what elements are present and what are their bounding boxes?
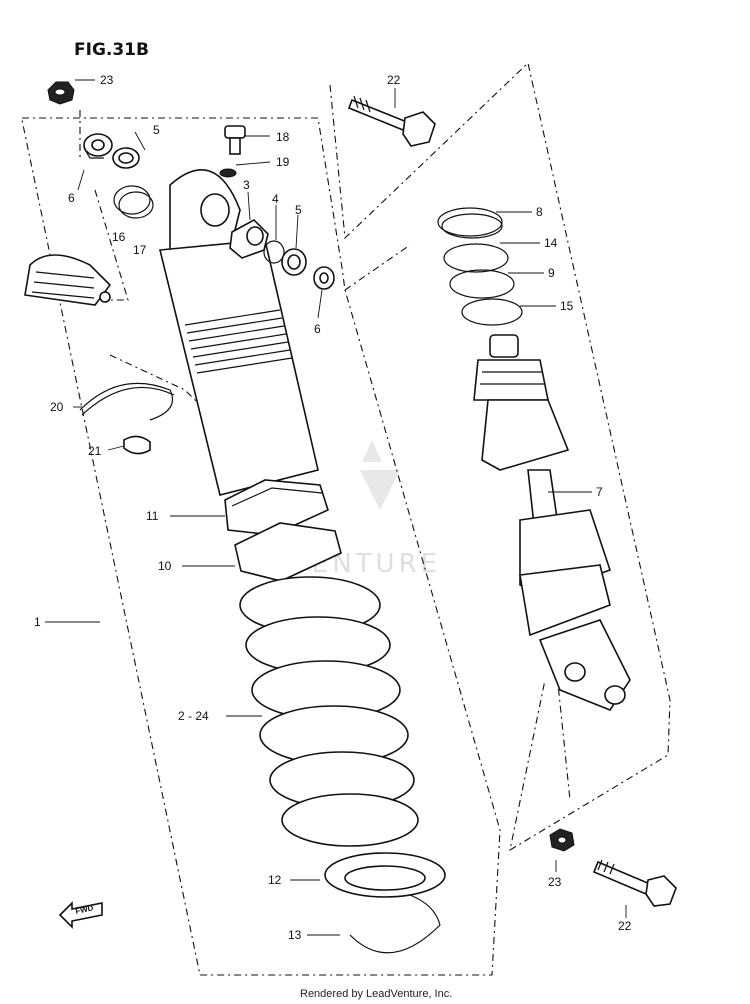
figure-title: FIG.31B	[74, 40, 149, 60]
callout-7: 7	[596, 485, 603, 499]
callout-2-24: 2 - 24	[178, 709, 209, 723]
callout-16: 16	[112, 230, 126, 244]
bolt-22-top	[347, 95, 436, 147]
threaded-section	[184, 309, 293, 374]
callout-18: 18	[276, 130, 290, 144]
callout-1: 1	[34, 615, 41, 629]
callout-19: 19	[276, 155, 290, 169]
assembly-boundary-right	[329, 61, 671, 852]
ring-stack-8-14-9-15	[437, 207, 523, 326]
callout-8: 8	[536, 205, 543, 219]
callout-3: 3	[243, 178, 250, 192]
callout-9: 9	[548, 266, 555, 280]
callout-10: 10	[158, 559, 172, 573]
callout-17: 17	[133, 243, 147, 257]
callout-11: 11	[146, 509, 159, 523]
callout-22-bottom: 22	[618, 919, 632, 933]
bolt-18	[224, 125, 246, 155]
bushing-6-top-left	[83, 133, 113, 159]
nut-23-top	[47, 81, 75, 105]
fwd-label: FWD	[75, 903, 95, 916]
damper-rod-7	[473, 334, 631, 711]
seal-5-right	[281, 248, 307, 276]
bolt-22-bottom	[592, 859, 677, 907]
callout-23-top: 23	[100, 73, 114, 87]
ring-16-17	[113, 185, 154, 219]
callout-5-right: 5	[295, 203, 302, 217]
callout-22-top: 22	[387, 73, 401, 87]
bushing-6-right	[313, 266, 335, 290]
callout-23-bottom: 23	[548, 875, 562, 889]
callout-4: 4	[272, 192, 279, 206]
ring-4	[263, 240, 285, 264]
clip-20	[79, 382, 175, 421]
callout-20: 20	[50, 400, 64, 414]
callout-5-left: 5	[153, 123, 160, 137]
callout-15: 15	[560, 299, 574, 313]
assembly-boundary-left	[21, 110, 501, 976]
reservoir-cap-left	[24, 254, 112, 306]
main-spring	[239, 576, 419, 847]
forward-arrow-icon: FWD	[58, 901, 103, 929]
washer-19	[219, 168, 237, 178]
callout-labels: 23 22 5 6 18 19 3 4 5 6 16 17 8 14 9 15 …	[34, 73, 632, 942]
callout-14: 14	[544, 236, 558, 250]
callout-13: 13	[288, 928, 302, 942]
callout-6-right: 6	[314, 322, 321, 336]
callout-21: 21	[88, 444, 102, 458]
leader-lines	[45, 79, 627, 936]
nut-23-bottom	[549, 828, 575, 852]
callout-6-left: 6	[68, 191, 75, 205]
bearing-3	[229, 219, 269, 259]
seal-5-top-left	[112, 147, 140, 169]
footer-credit: Rendered by LeadVenture, Inc.	[300, 988, 452, 1000]
cap-21	[123, 435, 151, 455]
callout-12: 12	[268, 873, 282, 887]
shock-absorber-body	[159, 168, 446, 954]
